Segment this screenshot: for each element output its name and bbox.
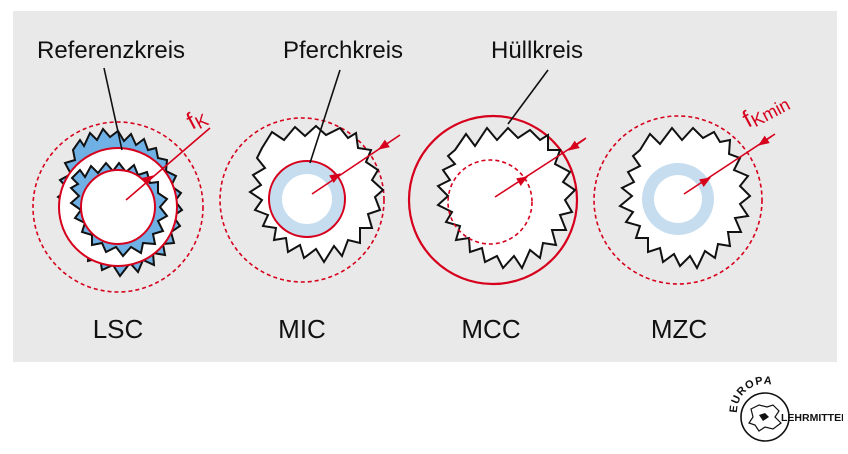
- lsc-inner-circle: [80, 169, 156, 245]
- globe-continent-shape-2: [759, 413, 769, 421]
- mcc-inner-dashed-circle: [447, 159, 533, 245]
- referenzkreis-label: Referenzkreis: [37, 37, 185, 64]
- referenzkreis-leader: [103, 67, 123, 151]
- method-label-lsc: LSC: [93, 314, 144, 344]
- lsc-fk-arrow-in: [142, 175, 154, 186]
- fkmin-label-sub: Kmin: [748, 94, 794, 131]
- mzc-figure: [593, 115, 776, 285]
- mzc-fk-arrow-in: [699, 177, 711, 188]
- method-label-mzc: MZC: [651, 314, 707, 344]
- europa-lehrmittel-logo: EUROPA LEHRMITTEL: [728, 375, 843, 442]
- pferchkreis-leader: [309, 69, 341, 164]
- mcc-fk-arrow-in: [516, 176, 528, 187]
- mzc-outer-dashed-circle: [593, 115, 763, 285]
- mcc-profile-outline: [436, 126, 577, 271]
- mzc-inner-white: [654, 175, 702, 223]
- mic-outer-dashed-circle: [219, 117, 385, 283]
- huellkreis-label: Hüllkreis: [491, 37, 583, 64]
- mcc-fk-arrow-out: [568, 138, 586, 151]
- mic-inner-white: [282, 174, 332, 224]
- method-label-mcc: MCC: [461, 314, 520, 344]
- mic-fk-arrow-in: [329, 173, 341, 184]
- mic-figure: [219, 117, 401, 283]
- lsc-figure: [32, 121, 211, 293]
- mcc-figure: [407, 114, 587, 286]
- logo-line2: LEHRMITTEL: [781, 412, 843, 424]
- lsc-outer-dashed-circle: [32, 121, 204, 293]
- pferchkreis-label: Pferchkreis: [283, 37, 403, 64]
- huellkreis-leader: [507, 69, 549, 125]
- mic-pferch-circle: [268, 160, 346, 238]
- mzc-fk-arrow-out: [758, 135, 773, 146]
- lsc-fk-leader: [125, 127, 211, 201]
- mic-fk-arrow-out: [378, 139, 390, 150]
- globe-continent-shape: [748, 404, 782, 432]
- mcc-huell-circle: [407, 114, 579, 286]
- method-label-mic: MIC: [278, 314, 326, 344]
- fkmin-label: fKmin: [738, 87, 793, 134]
